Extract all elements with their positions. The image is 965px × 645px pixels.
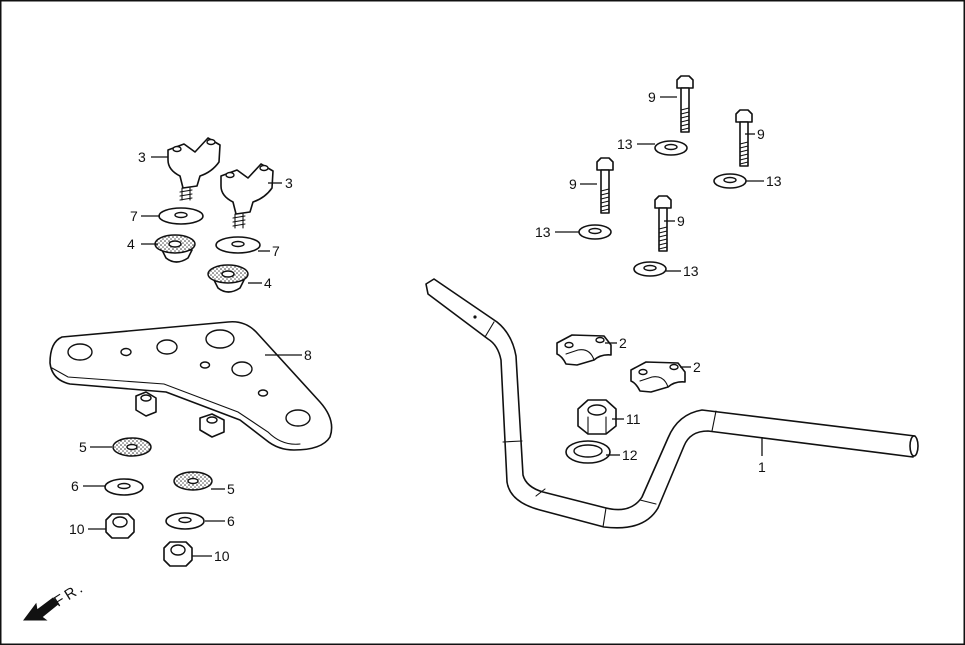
callout-13-c: 13 [535, 224, 551, 240]
washer-13-c [578, 224, 612, 240]
callout-2-b: 2 [693, 359, 701, 375]
callout-6-a: 6 [71, 478, 79, 494]
callout-9-a: 9 [648, 89, 656, 105]
bolt-9-d [654, 195, 672, 252]
handlebar [425, 278, 919, 529]
callout-10-b: 10 [214, 548, 230, 564]
rubber-cushion-5-left [112, 437, 152, 457]
callout-3-a: 3 [138, 149, 146, 165]
callout-9-b: 9 [757, 126, 765, 142]
leader-lines [83, 96, 764, 557]
callout-3-b: 3 [285, 175, 293, 191]
arrow-left-down-icon [23, 597, 59, 621]
flange-nut-10-left [105, 513, 135, 539]
callout-labels: 1 2 2 3 3 4 4 5 5 6 6 7 7 8 9 9 9 9 10 1… [69, 89, 782, 564]
washer-13-a [654, 140, 688, 156]
callout-5-a: 5 [79, 439, 87, 455]
bolt-9-c [596, 157, 614, 214]
callout-13-b: 13 [766, 173, 782, 189]
washer-6-left [104, 478, 144, 496]
lock-nut-11 [577, 399, 617, 435]
washer-12 [565, 440, 611, 464]
handlebar-bridge [49, 320, 333, 451]
washer-13-b [713, 173, 747, 189]
callout-13-a: 13 [617, 136, 633, 152]
rubber-cushion-4-left [154, 234, 196, 263]
callout-7-b: 7 [272, 243, 280, 259]
callout-12: 12 [622, 447, 638, 463]
callout-9-c: 9 [569, 176, 577, 192]
callout-5-b: 5 [227, 481, 235, 497]
bolt-9-a [676, 75, 694, 133]
callout-13-d: 13 [683, 263, 699, 279]
callout-1: 1 [758, 459, 766, 475]
handlebar-clamp-2-b [630, 361, 686, 393]
callout-6-b: 6 [227, 513, 235, 529]
washer-7-left [158, 207, 204, 225]
callout-4-a: 4 [127, 236, 135, 252]
callout-8: 8 [304, 347, 312, 363]
washer-7-right [215, 236, 261, 254]
callout-4-b: 4 [264, 275, 272, 291]
callout-2-a: 2 [619, 335, 627, 351]
rubber-cushion-5-right [173, 471, 213, 491]
upper-holder-right [220, 163, 274, 229]
front-label: FR. [51, 578, 88, 610]
handlebar-clamp-2-a [556, 334, 612, 366]
rubber-cushion-4-right [207, 264, 249, 293]
callout-11: 11 [626, 411, 641, 427]
flange-nut-10-right [163, 541, 193, 567]
callout-9-d: 9 [677, 213, 685, 229]
washer-13-d [633, 261, 667, 277]
callout-10-a: 10 [69, 521, 85, 537]
callout-7-a: 7 [130, 208, 138, 224]
washer-6-right [165, 512, 205, 530]
front-direction-marker: FR. [23, 578, 88, 621]
upper-holder-left [167, 137, 221, 201]
bolt-9-b [735, 109, 753, 167]
